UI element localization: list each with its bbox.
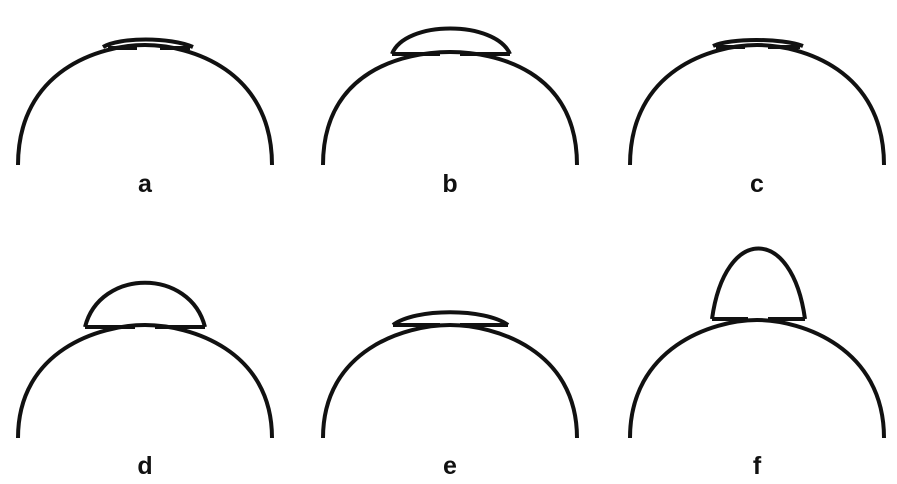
- panel-b-label: b: [442, 170, 457, 198]
- panel-f-globe: [630, 320, 884, 438]
- panel-a: a: [18, 40, 272, 199]
- panel-b: b: [323, 29, 577, 199]
- panel-a-globe: [18, 45, 272, 165]
- panel-a-label: a: [138, 170, 153, 198]
- panel-d-globe: [18, 325, 272, 438]
- panel-e-globe: [323, 325, 577, 438]
- panel-c: c: [630, 40, 884, 198]
- panel-c-globe: [630, 45, 884, 165]
- panel-e-label: e: [443, 452, 457, 480]
- panel-d-cap: [85, 283, 205, 327]
- panel-d-label: d: [137, 452, 152, 480]
- panel-e: e: [323, 312, 577, 480]
- panel-f: f: [630, 249, 884, 481]
- panel-b-globe: [323, 52, 577, 165]
- panel-f-cap: [712, 249, 805, 320]
- panel-f-label: f: [753, 452, 762, 480]
- panel-d: d: [18, 283, 272, 480]
- panel-c-label: c: [750, 170, 764, 198]
